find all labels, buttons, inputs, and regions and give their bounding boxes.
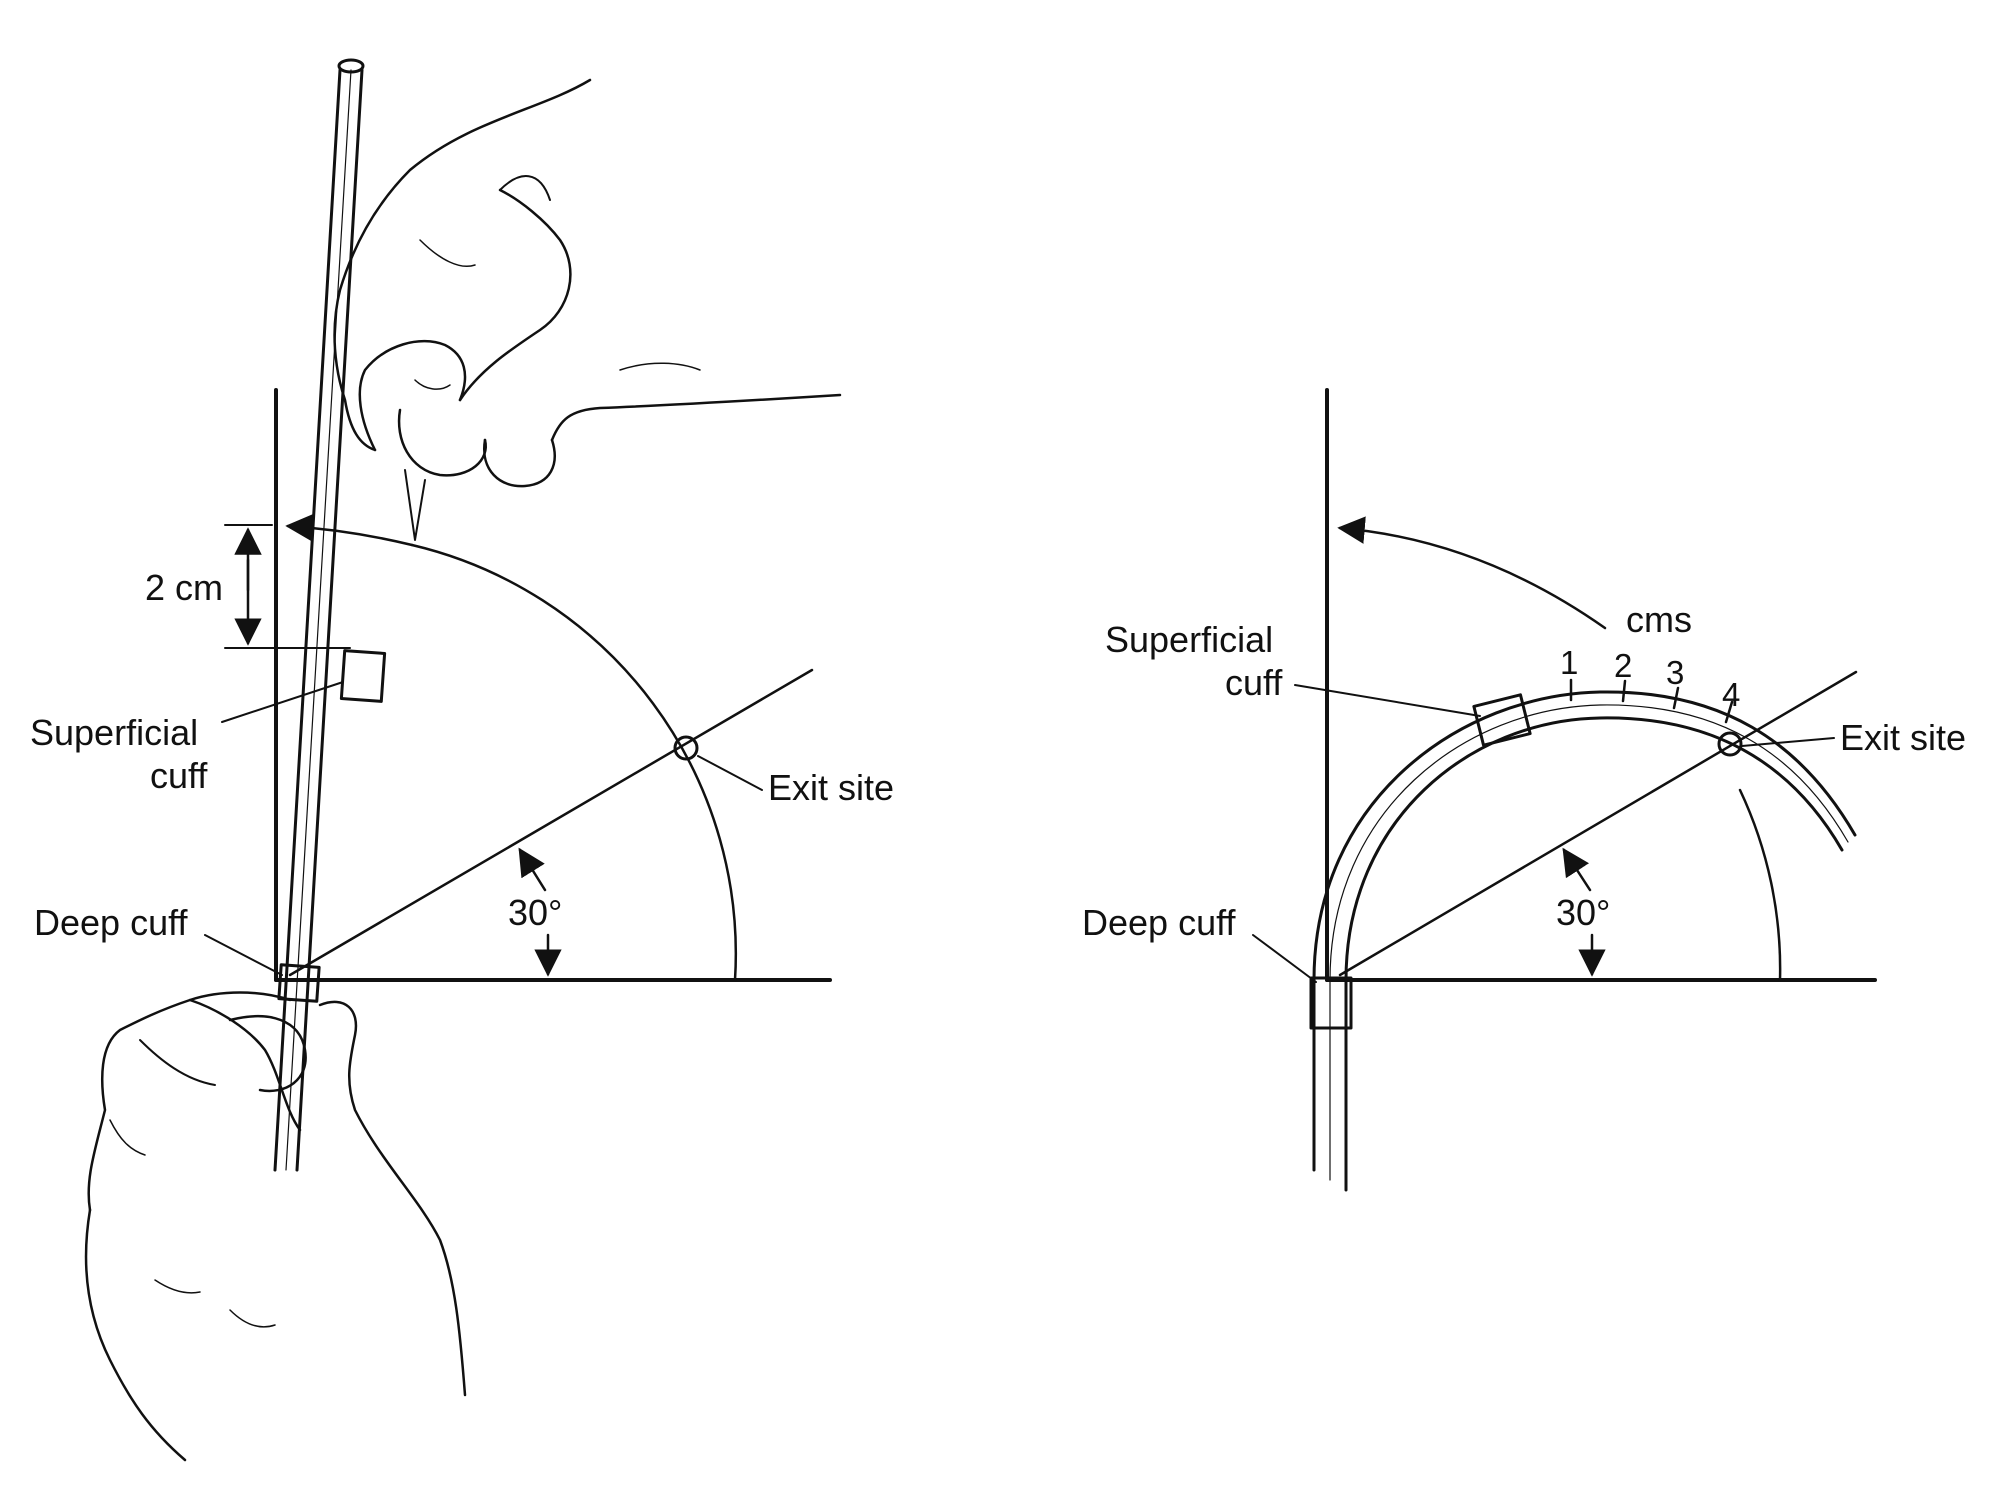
right-deep-cuff — [1309, 976, 1353, 1030]
left-catheter — [273, 58, 365, 1172]
right-arc — [1738, 788, 1782, 982]
left-superficial-cuff-leader — [221, 681, 344, 723]
left-exit-site-label: Exit site — [768, 767, 894, 808]
right-exit-site-label: Exit site — [1840, 717, 1966, 758]
left-superficial-cuff-label-line2: cuff — [150, 755, 208, 796]
left-exit-site-leader — [697, 755, 763, 791]
right-angle-arrow-up — [1562, 847, 1592, 892]
right-deep-cuff-label: Deep cuff — [1082, 902, 1236, 943]
right-exit-site-marker — [1717, 731, 1743, 757]
left-measure-label: 2 cm — [145, 567, 223, 608]
right-exit-site-leader — [1741, 737, 1835, 747]
right-superficial-cuff-label-line2: cuff — [1225, 662, 1283, 703]
left-superficial-cuff — [339, 649, 387, 703]
left-deep-cuff — [277, 963, 321, 1003]
right-tick-label-3: 3 — [1666, 654, 1684, 691]
right-cm-ticks — [1569, 678, 1734, 724]
right-tick-label-1: 1 — [1560, 644, 1578, 681]
left-angle-arrow-up — [518, 847, 547, 892]
right-curved-catheter — [1312, 690, 1857, 1192]
right-rotation-arrow — [1337, 516, 1607, 630]
right-superficial-cuff — [1472, 693, 1532, 747]
right-angle-label: 30° — [1556, 892, 1610, 933]
left-exit-site-marker — [673, 735, 699, 761]
right-tick-label-2: 2 — [1614, 647, 1632, 684]
left-angle-label: 30° — [508, 892, 562, 933]
right-deep-cuff-leader — [1252, 934, 1317, 983]
right-superficial-cuff-leader — [1294, 684, 1481, 717]
upper-hand-illustration — [333, 78, 842, 541]
left-panel: Exit site 30° 2 cm Superficial cuff Deep… — [30, 58, 894, 1462]
left-arc — [410, 543, 737, 982]
left-deep-cuff-label: Deep cuff — [34, 902, 188, 943]
left-deep-cuff-leader — [204, 934, 283, 976]
left-30-degree-line — [288, 668, 814, 977]
right-tick-label-4: 4 — [1722, 676, 1740, 713]
right-30-degree-line — [1338, 670, 1858, 977]
left-rotation-arrow — [285, 513, 414, 547]
right-cms-label: cms — [1626, 599, 1692, 640]
right-superficial-cuff-label-line1: Superficial — [1105, 619, 1273, 660]
right-panel: 1 2 3 4 cms Superficial cuff Exit site 3… — [1082, 388, 1966, 1192]
lower-hand-illustration — [84, 991, 467, 1462]
left-superficial-cuff-label-line1: Superficial — [30, 712, 198, 753]
